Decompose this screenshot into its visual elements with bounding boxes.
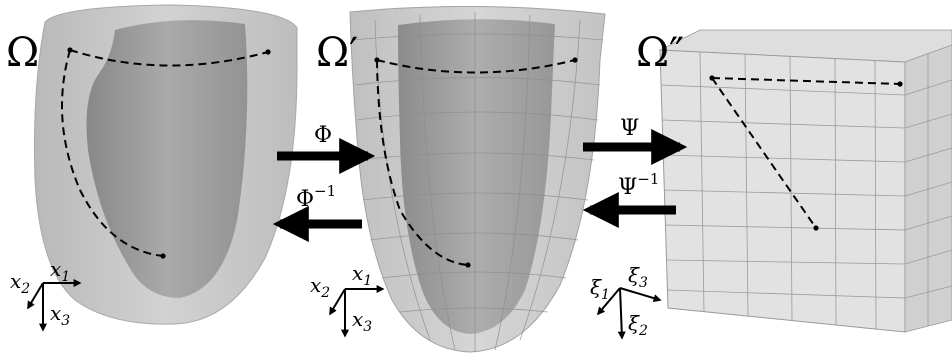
point [813,225,819,231]
point [67,47,73,53]
axis-label-xi3: ξ3 [628,263,648,291]
axis-label-x1: x1 [50,257,70,285]
point [265,49,271,55]
label-phi-inverse: Φ−1 [296,182,336,212]
segment-top [711,77,901,85]
axes-right [596,287,662,340]
geodesic-side [61,49,164,257]
label-psi: Ψ [620,116,639,141]
arrow-phi: Φ [277,123,376,174]
arrow-psi: Ψ [583,116,688,165]
label-omega-prime: Ω′ [316,30,358,76]
axis-label-x2: x2 [310,273,330,301]
geodesic-top [376,59,576,74]
label-omega: Ω [6,30,39,76]
axes-middle [329,285,385,338]
inner-cavity [86,20,248,299]
point [160,253,166,259]
label-omega-double-prime: Ω″ [636,30,684,76]
axis-label-x1: x1 [352,261,372,289]
cube-side [904,44,952,333]
point [897,81,903,87]
geodesic-top [69,49,269,67]
axis-label-xi2: ξ2 [628,311,648,339]
point [465,262,471,268]
cube-grid [660,51,952,330]
point [374,57,380,63]
axis-label-x3: x3 [50,301,70,329]
point [709,75,715,81]
axes-left [27,279,82,332]
inner-cavity [398,19,555,334]
axis-label-xi1: ξ1 [590,275,610,303]
domain-omega: Ω [6,4,298,325]
geodesic-side [376,59,469,266]
label-psi-inverse: Ψ−1 [618,170,659,200]
point [572,57,578,63]
label-phi: Φ [314,123,332,148]
segment-diagonal [711,77,817,229]
arrow-psi-inverse: Ψ−1 [582,170,676,228]
axis-label-x3: x3 [352,307,372,335]
arrow-phi-inverse: Φ−1 [272,182,362,242]
domain-omega-double-prime: Ω″ [636,29,952,333]
domain-omega-prime: Ω′ [316,5,606,353]
axis-label-x2: x2 [10,269,30,297]
